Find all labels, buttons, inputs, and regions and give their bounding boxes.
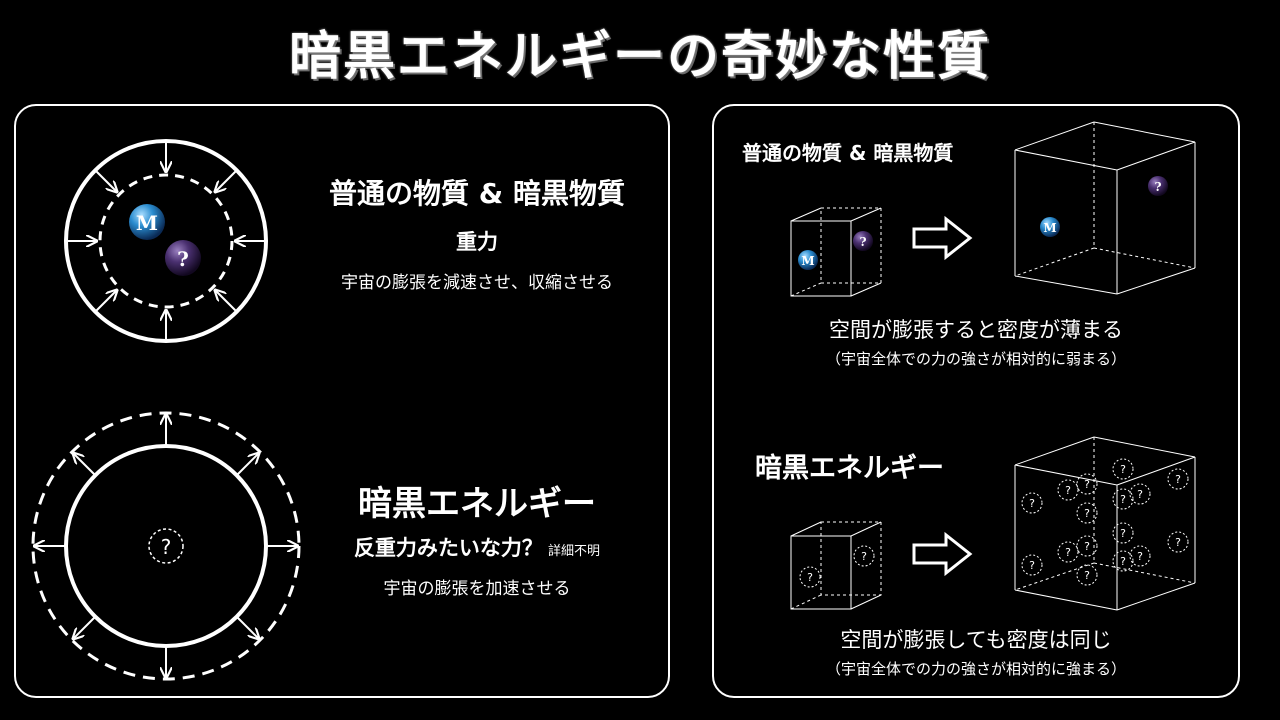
outward-arrows [34, 414, 298, 678]
large-cube-dark-ball [1148, 176, 1168, 196]
right-panel [712, 104, 1240, 698]
dark-energy-particle [1076, 502, 1098, 524]
svg-text:?: ? [807, 571, 813, 584]
dark-energy-particle [1129, 545, 1151, 567]
left-dark-energy-force: 反重力みたいな力？ [353, 536, 543, 560]
dark-energy-particle-label: ? [1065, 484, 1071, 497]
right-matter-caption: 空間が膨張すると密度が薄まる [829, 318, 1123, 342]
dark-energy-particle-label: ? [1065, 546, 1071, 559]
dark-energy-particle-label: ? [1084, 478, 1090, 491]
dark-energy-particle-label: ? [1029, 497, 1035, 510]
dark-energy-particle-label: ? [1175, 473, 1181, 486]
dark-energy-particle [1112, 522, 1134, 544]
right-matter-heading: 普通の物質 & 暗黒物質 [742, 141, 954, 165]
small-cube-dark-energy-balls: ? ? [799, 545, 875, 588]
left-matter-heading: 普通の物質 & 暗黒物質 [329, 177, 625, 210]
large-cube-matter-ball-label: M [1043, 221, 1056, 235]
dark-energy-particle [1057, 541, 1079, 563]
dark-energy-particle-label: ? [1084, 507, 1090, 520]
large-cube-dark-energy [1014, 436, 1196, 611]
left-matter-effect: 宇宙の膨張を減速させ、収縮させる [341, 273, 613, 293]
left-dark-energy-heading: 暗黒エネルギー [358, 484, 596, 524]
dark-energy-particle [1167, 531, 1189, 553]
left-panel [14, 104, 670, 698]
small-cube-matter [790, 207, 882, 297]
dark-energy-particle-label: ? [1137, 488, 1143, 501]
dark-matter-ball [165, 240, 201, 276]
contracted-boundary-circle [98, 173, 234, 309]
left-dark-energy-effect: 宇宙の膨張を加速させる [383, 579, 571, 599]
small-cube-dark-ball-label: ? [859, 235, 866, 249]
dark-energy-ball [148, 528, 184, 564]
matter-ball [129, 204, 165, 240]
dark-matter-ball-label: ? [177, 247, 189, 271]
dark-energy-particle-label: ? [1029, 559, 1035, 572]
right-dark-energy-subcaption: （宇宙全体での力の強さが相対的に強まる） [825, 660, 1126, 678]
dark-energy-particle [1021, 492, 1043, 514]
dark-energy-particle [1076, 535, 1098, 557]
large-cube-matter [1014, 121, 1196, 295]
matter-ball-label: M [136, 211, 158, 235]
dark-energy-particle-label: ? [1120, 493, 1126, 506]
dark-energy-particle [1112, 458, 1134, 480]
page-title: 暗黒エネルギーの奇妙な性質 [288, 27, 991, 87]
left-matter-force: 重力 [456, 230, 498, 254]
dark-energy-particle [1112, 488, 1134, 510]
dark-energy-particle [1129, 483, 1151, 505]
small-cube-dark-energy [790, 521, 882, 610]
dark-energy-particle [1057, 479, 1079, 501]
dark-energy-particle [1112, 550, 1134, 572]
large-cube-dark-ball-label: ? [1154, 180, 1161, 194]
small-cube-dark-ball [853, 231, 873, 251]
dark-energy-particle-label: ? [1120, 555, 1126, 568]
dark-energy-ball-label: ? [161, 535, 172, 559]
small-cube-matter-ball [798, 250, 818, 270]
left-dark-energy-force-note: 詳細不明 [548, 544, 601, 559]
dark-energy-particle [1076, 564, 1098, 586]
expansion-arrow-top [912, 215, 973, 261]
dark-energy-particle [1076, 473, 1098, 495]
svg-text:?: ? [861, 550, 867, 563]
dark-energy-particle-label: ? [1084, 569, 1090, 582]
left-dark-energy-force-line: 反重力みたいな力？ 詳細不明 [312, 532, 642, 562]
dark-energy-particle-label: ? [1120, 527, 1126, 540]
dark-energy-particle [1167, 468, 1189, 490]
inward-arrows [66, 141, 266, 341]
right-dark-energy-caption: 空間が膨張しても密度は同じ [840, 628, 1112, 652]
right-matter-subcaption: （宇宙全体での力の強さが相対的に弱まる） [825, 350, 1126, 368]
dark-energy-particle-label: ? [1137, 550, 1143, 563]
large-cube-matter-ball [1040, 217, 1060, 237]
expansion-arrow-bottom [912, 531, 973, 577]
dark-energy-particle-label: ? [1175, 536, 1181, 549]
right-dark-energy-heading: 暗黒エネルギー [755, 453, 944, 484]
small-cube-matter-ball-label: M [801, 254, 814, 268]
dark-energy-particle-label: ? [1120, 463, 1126, 476]
large-cube-dark-energy-balls: ???????????????? [1021, 458, 1189, 586]
dark-energy-particle [1021, 554, 1043, 576]
dark-energy-particle-label: ? [1084, 540, 1090, 553]
